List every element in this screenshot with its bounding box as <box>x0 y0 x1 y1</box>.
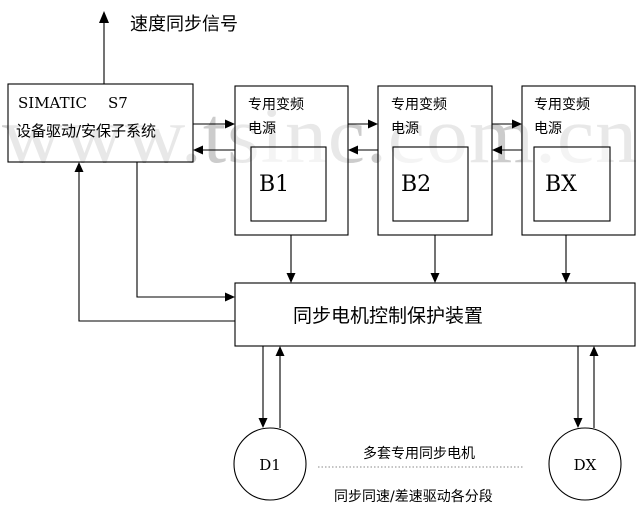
arrow-right-icon <box>512 119 522 129</box>
link-protection-d1 <box>258 346 285 428</box>
simatic-subtitle: 设备驱动/安保子系统 <box>16 122 156 140</box>
motor-d1: D1 <box>233 427 307 501</box>
arrow-up-icon <box>74 162 84 172</box>
converter-b2-line1: 专用变频 <box>391 97 447 113</box>
sync-protection-box: 同步电机控制保护装置 <box>234 282 636 347</box>
arrow-left-icon <box>492 145 502 155</box>
converter-b1-line2: 电源 <box>248 121 276 137</box>
arrow-up-icon <box>99 11 109 23</box>
arrow-right-icon <box>225 119 235 129</box>
converter-b1-unit: B1 <box>259 172 289 197</box>
converter-b2-unit: B2 <box>401 172 431 197</box>
arrow-up-icon <box>275 346 285 356</box>
link-protection-dx <box>573 346 599 428</box>
converter-b2: 专用变频 电源 B2 <box>377 85 493 236</box>
caption-segments: 同步同速/差速驱动各分段 <box>334 489 493 505</box>
arrow-down-icon <box>573 418 583 428</box>
link-simatic-protection <box>74 162 235 322</box>
caption-motors: 多套专用同步电机 <box>363 445 475 462</box>
arrow-left-icon <box>193 145 203 155</box>
arrow-right-icon <box>368 119 378 129</box>
speed-sync-signal: 速度同步信号 <box>99 11 238 84</box>
converter-bx-line2: 电源 <box>534 121 562 137</box>
arrow-left-icon <box>348 145 358 155</box>
link-b2-bx <box>492 119 522 155</box>
arrow-down-icon <box>430 273 440 283</box>
link-simatic-b1 <box>193 119 235 155</box>
motor-d1-label: D1 <box>259 456 281 474</box>
simatic-box: SIMATIC S7 设备驱动/安保子系统 <box>7 83 194 163</box>
arrow-down-icon <box>561 273 571 283</box>
link-b1-b2 <box>348 119 378 155</box>
arrow-right-icon <box>225 292 235 302</box>
simatic-model: S7 <box>108 94 128 112</box>
sync-protection-label: 同步电机控制保护装置 <box>293 305 483 327</box>
converter-bx-unit: BX <box>545 172 577 197</box>
converter-bx-line1: 专用变频 <box>534 97 590 113</box>
converter-b2-line2: 电源 <box>391 121 419 137</box>
link-converters-protection <box>286 235 571 283</box>
converter-bx: 专用变频 电源 BX <box>521 85 636 236</box>
arrow-down-icon <box>258 418 268 428</box>
arrow-down-icon <box>286 273 296 283</box>
speed-sync-signal-label: 速度同步信号 <box>130 14 238 35</box>
simatic-title: SIMATIC <box>18 94 87 112</box>
arrow-up-icon <box>589 346 599 356</box>
converter-b1-line1: 专用变频 <box>248 97 304 113</box>
converter-b1: 专用变频 电源 B1 <box>234 85 349 236</box>
motor-dx-label: DX <box>574 456 597 474</box>
motor-dx: DX <box>548 427 622 501</box>
